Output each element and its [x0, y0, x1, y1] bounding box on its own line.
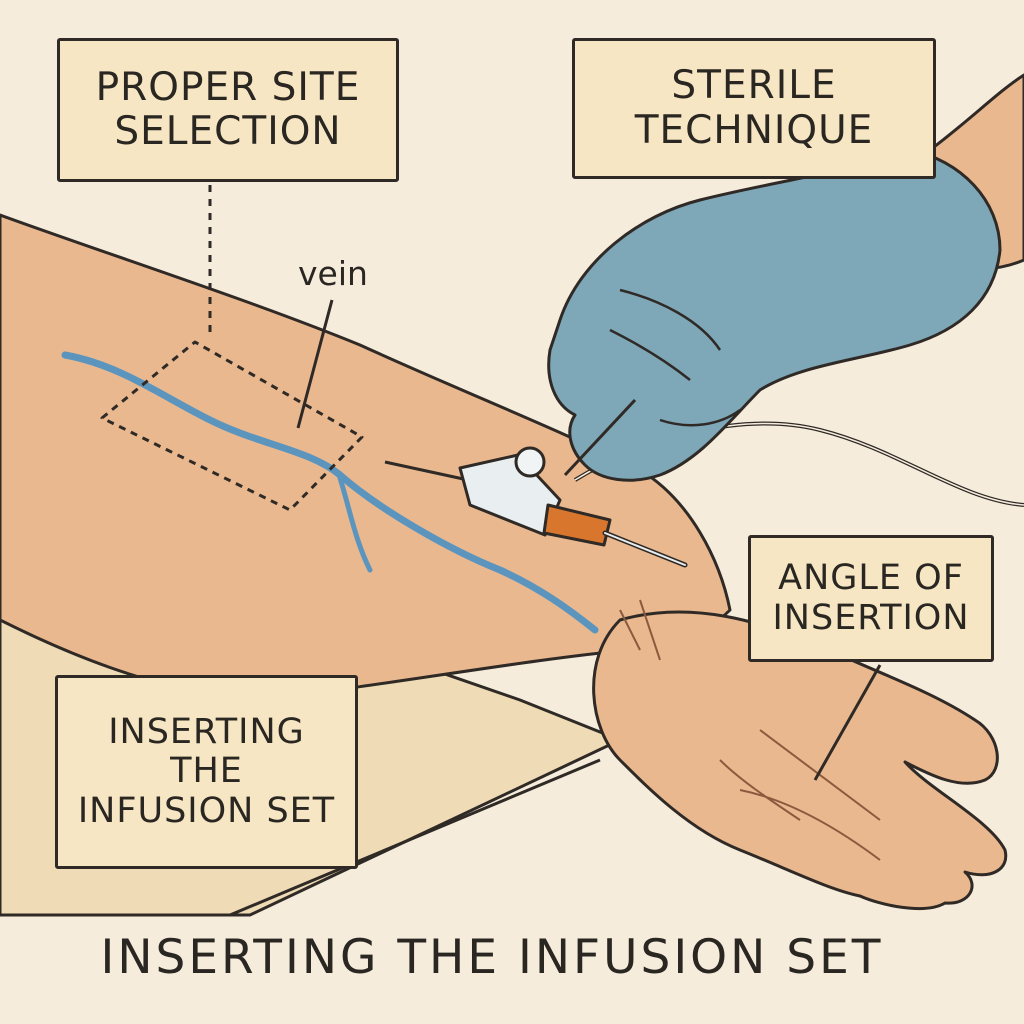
palm-creases: [719, 729, 881, 861]
angle-line-1: Angle of: [778, 557, 964, 598]
table-edge: [229, 758, 601, 917]
site-selection-area: [100, 340, 364, 512]
wrist-creases: [619, 599, 661, 661]
vein: [61, 351, 599, 634]
angle-pointer-line: [813, 664, 882, 781]
catheter-hub: [542, 503, 612, 547]
sterile-technique-line-2: technique: [634, 107, 874, 153]
inserting-infusion-set-label: Inserting the infusion set: [55, 675, 358, 869]
site-selection-line-1: Proper site: [95, 64, 361, 110]
catheter-tail-fill: [604, 532, 686, 566]
vein-pointer-line: [296, 299, 334, 429]
glove-finger-lines: [609, 288, 741, 427]
site-selection-line-2: selection: [114, 109, 342, 154]
inserting-line-2: the: [170, 751, 243, 792]
vein-branch: [337, 475, 373, 573]
needle: [384, 460, 469, 482]
inserting-line-1: Inserting: [108, 711, 305, 752]
diagram-title: Inserting the infusion set: [100, 930, 884, 985]
gloved-hand: [547, 148, 1002, 482]
sterile-technique-line-1: Sterile: [671, 63, 837, 109]
vein-label: vein: [298, 254, 368, 293]
angle-line-2: insertion: [772, 597, 970, 638]
catheter-wing: [563, 398, 637, 477]
sterile-technique-label: Sterile technique: [572, 38, 936, 179]
site-selection-label: Proper site selection: [57, 38, 399, 182]
catheter-cap: [514, 446, 546, 478]
inserting-line-3: infusion set: [77, 790, 336, 831]
angle-of-insertion-label: Angle of insertion: [748, 535, 994, 662]
